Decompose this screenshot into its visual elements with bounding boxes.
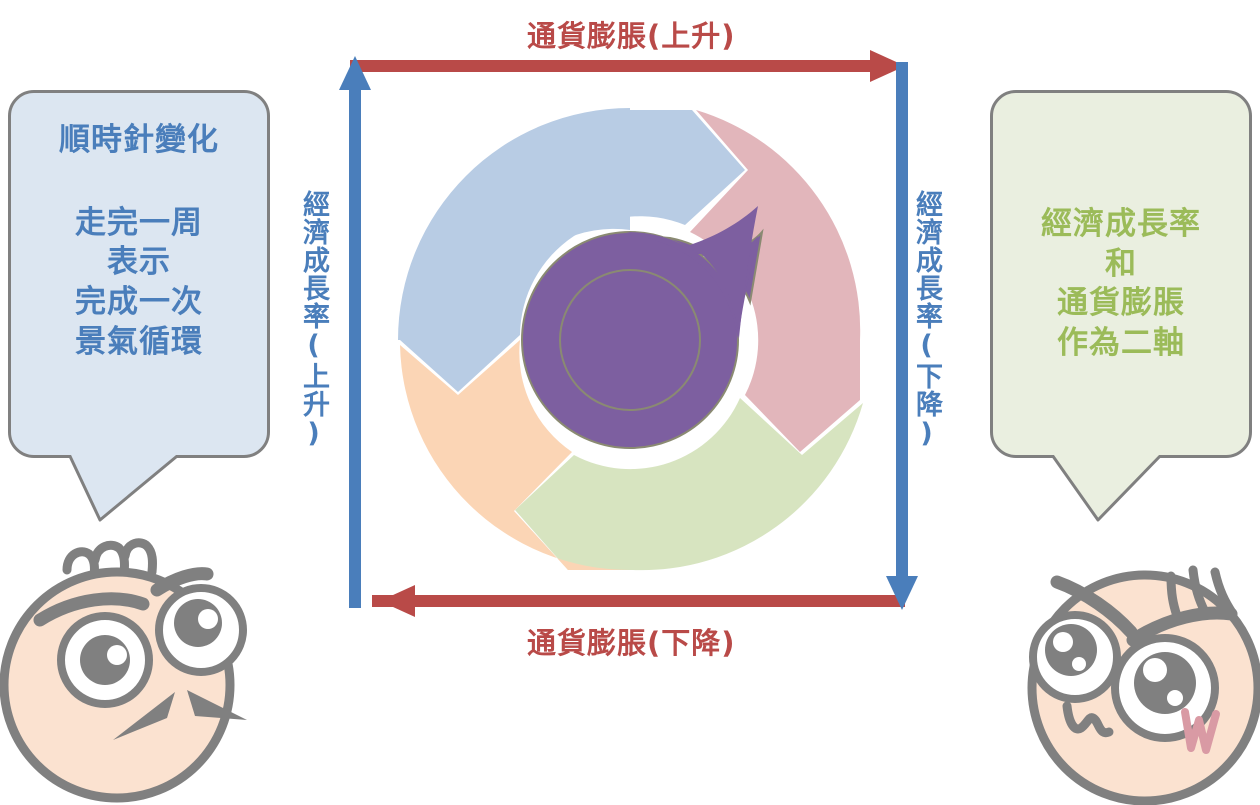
- left-eye-highlight: [107, 645, 127, 665]
- right-bubble-body: 經濟成長率 和 通貨膨脹 作為二軸: [1041, 206, 1201, 362]
- right-eye-highlight: [198, 609, 218, 629]
- hair-tuft-3: [120, 538, 157, 577]
- right-axis-label: 經濟成長率(下降): [911, 190, 942, 450]
- right-axis-arrow: [886, 62, 918, 610]
- right-character-face: [1027, 565, 1260, 805]
- right-eyebrow: [1126, 606, 1238, 647]
- right-pupil: [1134, 652, 1196, 714]
- spiral-tail-point: [690, 206, 758, 338]
- left-axis-arrow: [339, 56, 371, 608]
- right-speech-bubble: 經濟成長率 和 通貨膨脹 作為二軸: [990, 90, 1252, 458]
- left-character-face: [0, 538, 247, 803]
- right-eyebrow: [150, 567, 214, 597]
- right-eye-highlight: [1143, 658, 1167, 682]
- mouth-mark-right: [187, 690, 247, 720]
- right-eye-highlight-2: [1167, 690, 1183, 706]
- bottom-right-segment: [515, 398, 863, 571]
- left-axis-label: 經濟成長率(上升): [298, 190, 329, 450]
- left-bubble-tail: [66, 448, 184, 522]
- top-right-segment: [690, 110, 861, 452]
- left-bubble-title: 順時針變化: [59, 122, 219, 158]
- left-pupil: [1045, 624, 1097, 676]
- top-axis-label: 通貨膨脹(上升): [527, 19, 736, 53]
- right-bubble-tail: [1048, 448, 1166, 522]
- bottom-axis-label: 通貨膨脹(下降): [527, 626, 736, 660]
- top-axis-arrow: [350, 50, 905, 82]
- left-bubble-body: 走完一周 表示 完成一次 景氣循環: [75, 204, 203, 360]
- left-eyebrow: [1050, 575, 1138, 639]
- hair-tuft-1: [62, 547, 99, 583]
- left-speech-bubble: 順時針變化 走完一周 表示 完成一次 景氣循環: [8, 90, 270, 458]
- hair-tuft-2: [90, 540, 129, 579]
- inner-spiral-arrow: [521, 206, 764, 449]
- economic-cycle-chart: [339, 50, 918, 617]
- mouth-mark-left: [113, 692, 175, 740]
- cheek-mark: [1181, 708, 1220, 754]
- top-left-segment-arrow: [400, 110, 745, 392]
- mouth-squiggle: [1062, 701, 1114, 738]
- left-eyebrow: [33, 592, 150, 627]
- left-eye-highlight: [1053, 632, 1073, 652]
- cycle-ring: [398, 108, 863, 571]
- bottom-left-segment: [400, 340, 630, 570]
- bottom-axis-arrow: [372, 585, 905, 617]
- left-eye-highlight-2: [1072, 657, 1086, 671]
